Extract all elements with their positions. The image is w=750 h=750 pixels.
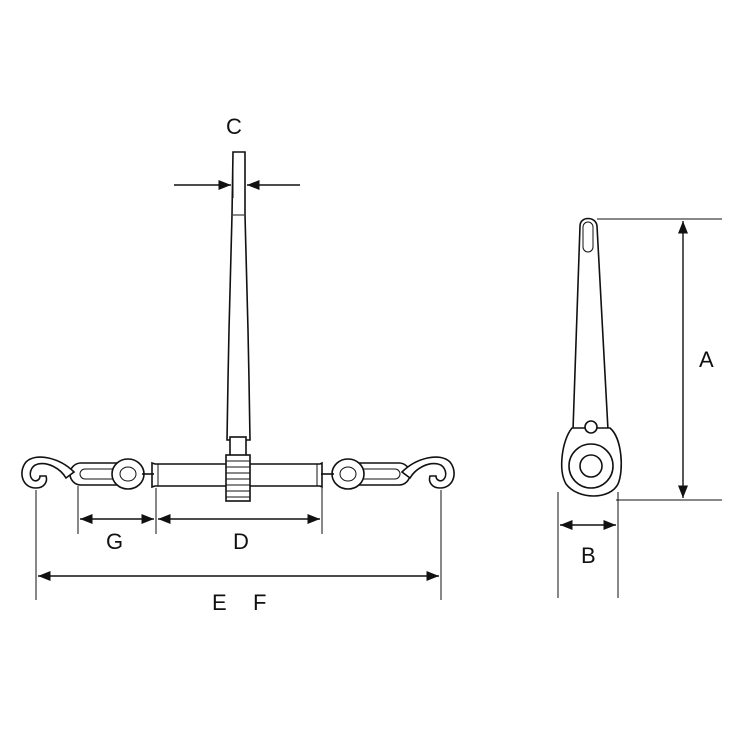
right-hook [400,456,455,489]
label-a: A [699,347,714,372]
label-g: G [106,529,123,554]
dimension-c: C [174,114,300,198]
dimension-ef: E F [35,490,442,615]
label-d: D [233,529,249,554]
dimension-g: G [77,486,157,554]
side-view-handle [560,217,623,497]
dimension-a: A [597,218,722,501]
ratchet-gear [225,454,251,502]
handle [226,151,251,460]
front-view-load-binder [21,151,455,502]
left-hook [21,456,76,489]
label-e: E [212,590,227,615]
label-c: C [226,114,242,139]
dimension-d: D [158,488,323,554]
right-chain [321,458,411,490]
dimension-b: B [557,492,619,598]
label-f: F [253,590,266,615]
left-chain [69,458,154,490]
label-b: B [581,543,596,568]
